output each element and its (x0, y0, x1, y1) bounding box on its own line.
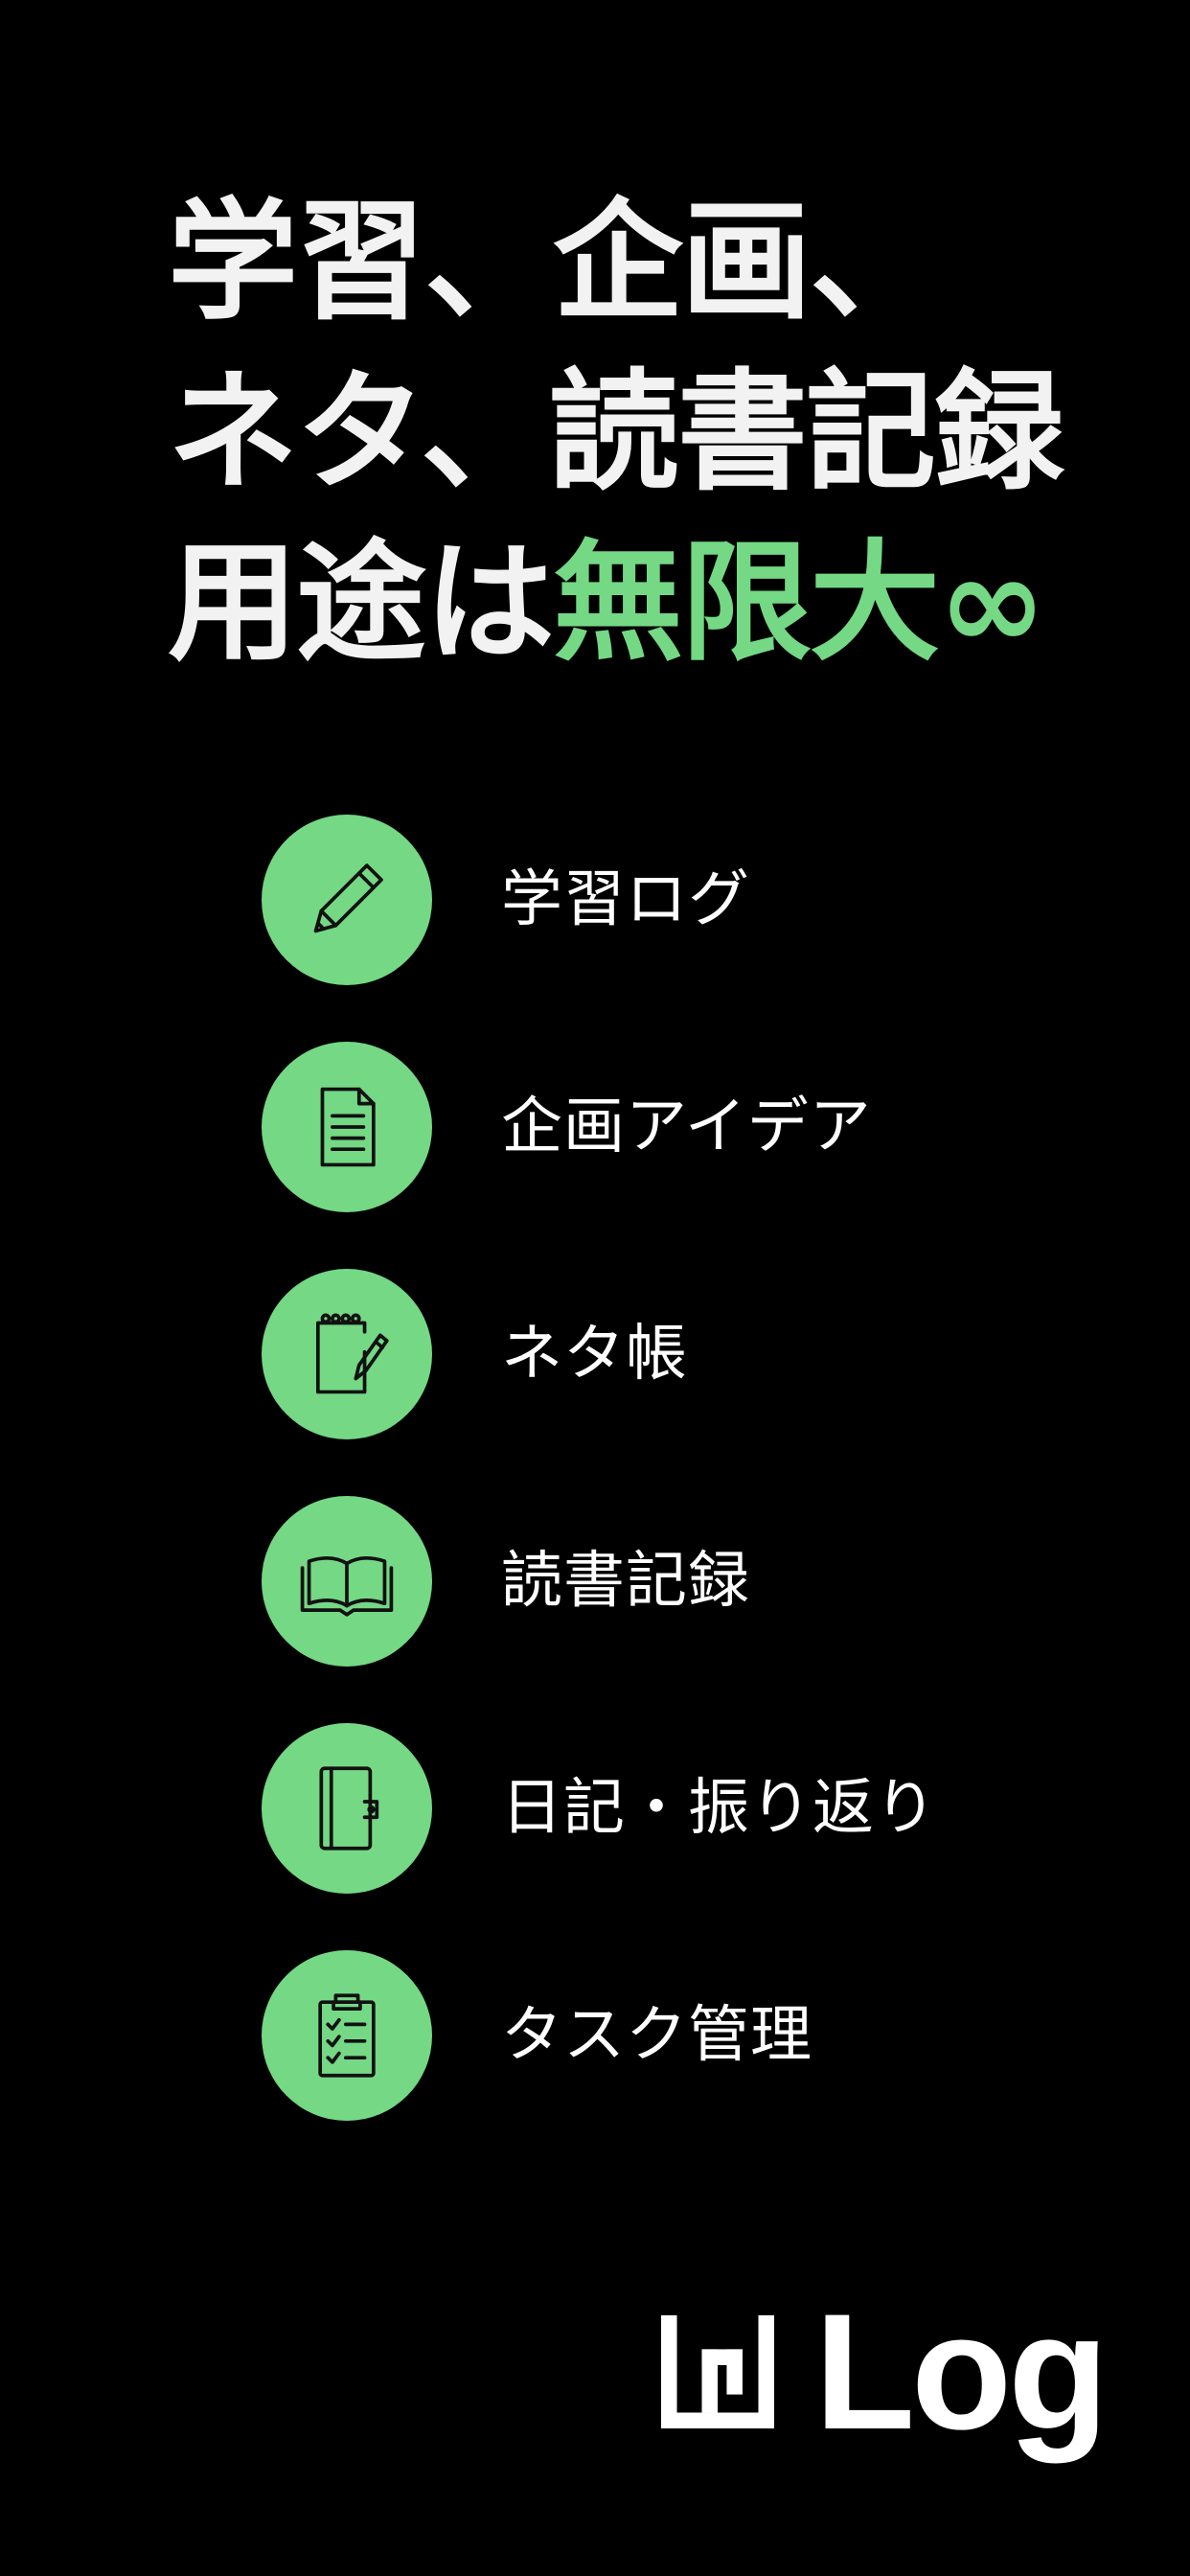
feature-icon-badge (262, 1496, 432, 1667)
feature-icon-badge (262, 1042, 432, 1212)
headline: 学習、企画、 ネタ、読書記録 用途は無限大∞ (168, 177, 1126, 689)
feature-list: 学習ログ 企画アイデア ネ (262, 815, 1124, 2121)
feature-item-idea-notebook: ネタ帳 (262, 1269, 1124, 1439)
headline-line-1: 学習、企画、 (168, 187, 940, 338)
headline-line-2: ネタ、読書記録 (168, 357, 1064, 509)
feature-label: ネタ帳 (501, 1319, 688, 1390)
feature-icon-badge (262, 1723, 432, 1894)
feature-item-planning-ideas: 企画アイデア (262, 1042, 1124, 1212)
feature-item-study-log: 学習ログ (262, 815, 1124, 985)
open-book-icon (300, 1556, 394, 1617)
feature-label: 学習ログ (501, 864, 750, 935)
pencil-icon (313, 863, 383, 933)
document-icon (320, 1087, 376, 1167)
feature-icon-badge (262, 1950, 432, 2121)
journal-icon (319, 1766, 379, 1851)
headline-line-3-prefix: 用途は (168, 528, 555, 679)
feature-item-reading-record: 読書記録 (262, 1496, 1124, 1667)
feature-item-task-management: タスク管理 (262, 1950, 1124, 2121)
clipboard-checklist-icon (318, 1993, 376, 2078)
headline-line-3: 用途は無限大∞ (168, 518, 1126, 689)
headline-accent: 無限大∞ (553, 528, 1046, 679)
feature-icon-badge (262, 1269, 432, 1439)
app-logo: Log (661, 2280, 1109, 2464)
feature-item-diary-review: 日記・振り返り (262, 1723, 1124, 1894)
feature-label: タスク管理 (501, 2000, 812, 2071)
feature-icon-badge (262, 815, 432, 985)
feature-label: 企画アイデア (501, 1092, 872, 1162)
feature-label: 読書記録 (501, 1546, 750, 1617)
notepad-pen-icon (315, 1313, 389, 1394)
logo-text: Log (814, 2280, 1109, 2464)
log-logo-icon (661, 2315, 774, 2428)
feature-label: 日記・振り返り (501, 1773, 937, 1844)
